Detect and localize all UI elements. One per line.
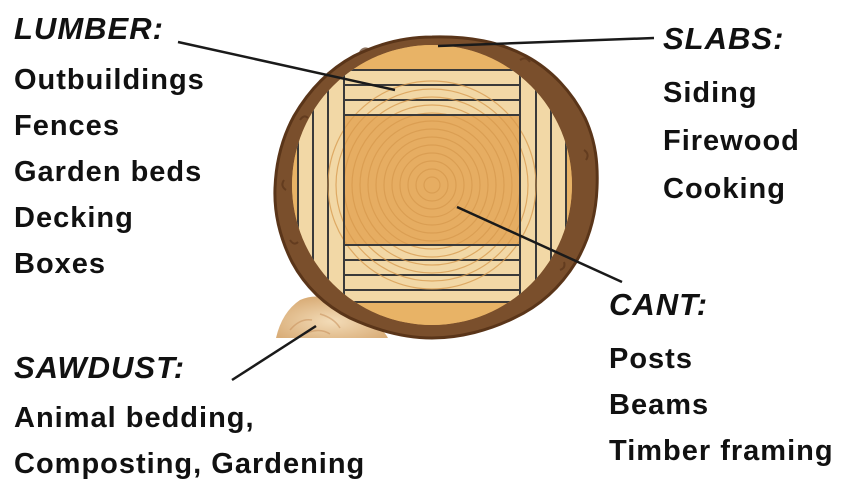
- cant-title: CANT:: [609, 288, 834, 322]
- sawdust-use-item: Animal bedding,: [14, 395, 365, 441]
- lumber-use-item: Fences: [14, 103, 205, 149]
- sawdust-label-group: SAWDUST: Animal bedding, Composting, Gar…: [14, 351, 365, 487]
- cant-uses-list: Posts Beams Timber framing: [609, 336, 834, 474]
- lumber-label-group: LUMBER: Outbuildings Fences Garden beds …: [14, 12, 205, 287]
- slabs-uses-list: Siding Firewood Cooking: [663, 69, 800, 213]
- lumber-use-item: Decking: [14, 195, 205, 241]
- sawdust-use-item: Composting, Gardening: [14, 441, 365, 487]
- slabs-use-item: Firewood: [663, 117, 800, 165]
- slabs-title: SLABS:: [663, 22, 800, 56]
- slabs-use-item: Cooking: [663, 165, 800, 213]
- cant-use-item: Timber framing: [609, 428, 834, 474]
- slabs-label-group: SLABS: Siding Firewood Cooking: [663, 22, 800, 213]
- lumber-title: LUMBER:: [14, 12, 205, 46]
- slabs-use-item: Siding: [663, 69, 800, 117]
- sawdust-uses-list: Animal bedding, Composting, Gardening: [14, 395, 365, 487]
- cant-use-item: Beams: [609, 382, 834, 428]
- lumber-uses-list: Outbuildings Fences Garden beds Decking …: [14, 57, 205, 287]
- cant-use-item: Posts: [609, 336, 834, 382]
- sawdust-title: SAWDUST:: [14, 351, 365, 385]
- lumber-use-item: Outbuildings: [14, 57, 205, 103]
- lumber-use-item: Garden beds: [14, 149, 205, 195]
- cant-label-group: CANT: Posts Beams Timber framing: [609, 288, 834, 474]
- lumber-use-item: Boxes: [14, 241, 205, 287]
